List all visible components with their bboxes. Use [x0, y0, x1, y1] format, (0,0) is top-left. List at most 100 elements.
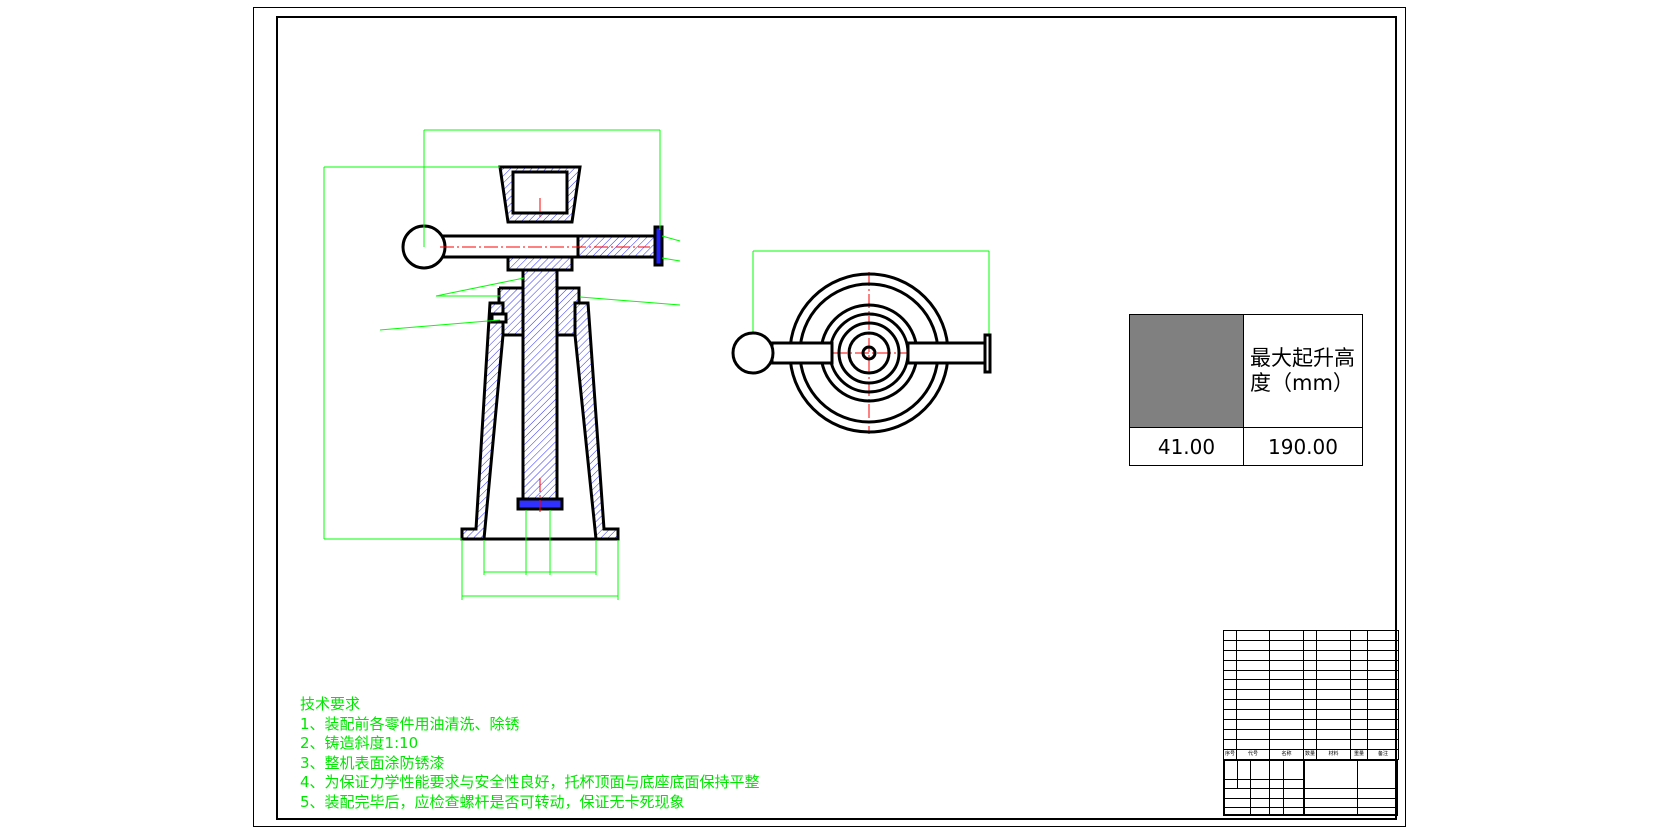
- requirement-item: 4、为保证力学性能要求与安全性良好，托杯顶面与底座底面保持平整: [300, 773, 760, 791]
- parts-list-row: [1223, 728, 1399, 740]
- technical-requirements-title: 技术要求: [300, 695, 361, 713]
- parts-cell: [1236, 639, 1270, 651]
- parts-cell: [1316, 719, 1351, 730]
- parts-cell: [1269, 630, 1304, 641]
- requirement-item: 3、整机表面涂防锈漆: [300, 753, 445, 772]
- parts-cell: [1303, 719, 1317, 730]
- parts-cell: [1350, 699, 1368, 711]
- parts-header-cell: 序号: [1223, 748, 1237, 760]
- dimension-lines: [323, 129, 990, 600]
- parts-list-row: [1223, 679, 1399, 691]
- parts-cell: [1367, 649, 1399, 661]
- parts-cell: [1303, 649, 1317, 661]
- parts-header-cell: 重量: [1350, 748, 1368, 760]
- parts-cell: [1236, 709, 1270, 721]
- parts-cell: [1303, 709, 1317, 721]
- parts-list-row: [1223, 689, 1399, 701]
- parts-cell: [1223, 738, 1237, 750]
- parts-cell: [1350, 649, 1368, 661]
- screw: [521, 268, 559, 504]
- parts-cell: [1316, 699, 1351, 711]
- drawing-outer-border: [253, 7, 1406, 827]
- parts-cell: [1223, 669, 1237, 681]
- title-block: [1223, 759, 1398, 816]
- parts-cell: [1316, 738, 1351, 750]
- parts-cell: [1316, 728, 1351, 740]
- parts-list-row: [1223, 699, 1399, 711]
- parts-list-row: [1223, 709, 1399, 721]
- parts-cell: [1269, 639, 1304, 651]
- parts-cell: [1269, 699, 1304, 711]
- parts-cell: [1316, 649, 1351, 661]
- parts-cell: [1223, 728, 1237, 740]
- parts-cell: [1367, 630, 1399, 641]
- parts-cell: [1350, 689, 1368, 701]
- parts-cell: [1316, 630, 1351, 641]
- lift-value-cell: 190.00: [1243, 427, 1363, 466]
- parts-cell: [1269, 679, 1304, 691]
- parts-cell: [1223, 719, 1237, 730]
- parts-cell: [1236, 738, 1270, 750]
- handle-end-cap: [653, 225, 664, 267]
- parts-cell: [1269, 669, 1304, 681]
- parts-cell: [1367, 728, 1399, 740]
- parts-cell: [1350, 669, 1368, 681]
- parts-cell: [1223, 659, 1237, 671]
- max-lift-height-table: 最大起升高度（mm） 41.00 190.00: [1129, 314, 1363, 466]
- parts-cell: [1236, 659, 1270, 671]
- parts-cell: [1350, 659, 1368, 671]
- parts-cell: [1223, 630, 1237, 641]
- parts-cell: [1350, 728, 1368, 740]
- parts-cell: [1350, 679, 1368, 691]
- jack-top-view: [731, 272, 992, 434]
- parts-header-cell: 名称: [1269, 748, 1304, 760]
- parts-cell: [1223, 679, 1237, 691]
- requirement-item: 5、装配完毕后，应检查螺杆是否可转动，保证无卡死现象: [300, 792, 685, 811]
- parts-cell: [1236, 669, 1270, 681]
- parts-cell: [1236, 699, 1270, 711]
- parts-cell: [1367, 738, 1399, 750]
- parts-cell: [1367, 679, 1399, 691]
- parts-header-cell: 代号: [1236, 748, 1270, 760]
- parts-list-row: [1223, 630, 1399, 641]
- top-handle-end-cap: [983, 333, 992, 374]
- parts-cell: [1303, 630, 1317, 641]
- max-lift-height-header: 最大起升高度（mm）: [1243, 314, 1363, 428]
- technical-requirements: 技术要求 1、装配前各零件用油清洗、除锈 2、铸造斜度1:10 3、整机表面涂防…: [300, 695, 760, 812]
- parts-cell: [1316, 639, 1351, 651]
- parts-list-table: 序号 代号 名称 数量 材料 重量 备注: [1223, 630, 1399, 760]
- parts-cell: [1223, 649, 1237, 661]
- parts-cell: [1236, 679, 1270, 691]
- parts-cell: [1236, 728, 1270, 740]
- parts-header-cell: 数量: [1303, 748, 1317, 760]
- parts-cell: [1236, 689, 1270, 701]
- parts-cell: [1236, 719, 1270, 730]
- parts-cell: [1367, 709, 1399, 721]
- parts-cell: [1303, 659, 1317, 671]
- parts-cell: [1367, 669, 1399, 681]
- parts-cell: [1367, 639, 1399, 651]
- parts-list-row: [1223, 669, 1399, 681]
- parts-cell: [1316, 689, 1351, 701]
- parts-header-cell: 备注: [1367, 748, 1399, 760]
- parts-cell: [1367, 689, 1399, 701]
- jack-section-view: [401, 165, 664, 541]
- parts-cell: [1269, 738, 1304, 750]
- parts-cell: [1303, 639, 1317, 651]
- parts-list-row: [1223, 639, 1399, 651]
- parts-cell: [1303, 728, 1317, 740]
- requirement-item: 1、装配前各零件用油清洗、除锈: [300, 714, 520, 733]
- parts-cell: [1367, 699, 1399, 711]
- table-corner-cell: [1129, 314, 1244, 428]
- parts-cell: [1269, 709, 1304, 721]
- parts-cell: [1269, 689, 1304, 701]
- parts-cell: [1269, 719, 1304, 730]
- parts-cell: [1303, 689, 1317, 701]
- parts-list-row: [1223, 738, 1399, 750]
- parts-cell: [1316, 709, 1351, 721]
- hub: [506, 255, 574, 272]
- parts-cell: [1350, 709, 1368, 721]
- parts-cell: [1350, 738, 1368, 750]
- parts-cell: [1350, 719, 1368, 730]
